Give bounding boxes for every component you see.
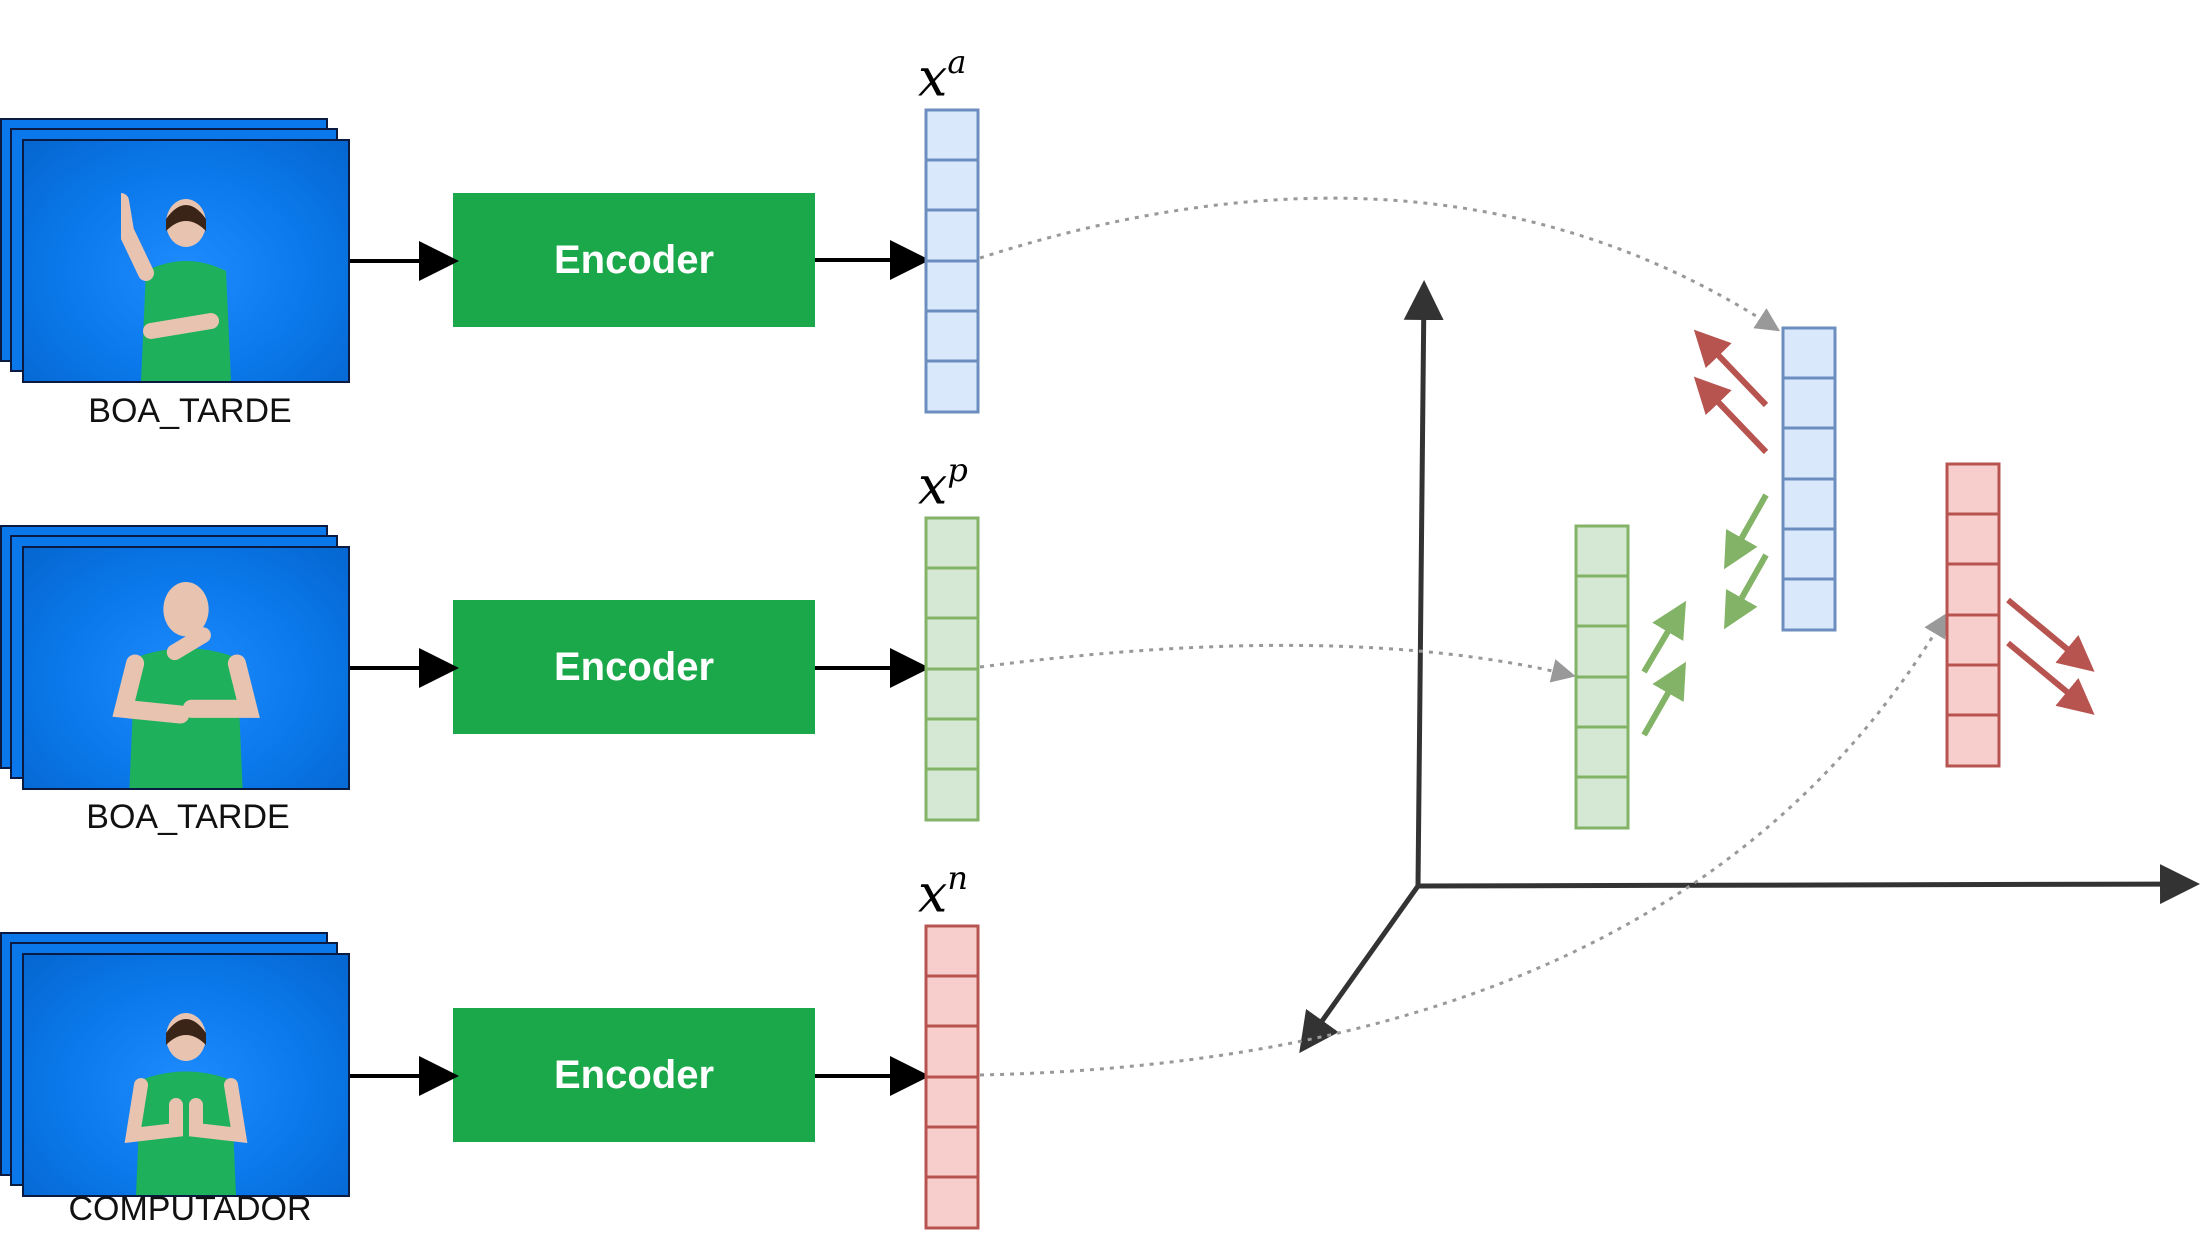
pull-arrow-anchor-1 <box>1724 493 1769 570</box>
push-arrow-anchor-1 <box>1693 329 1769 408</box>
embedded-positive-vector <box>1574 524 1630 830</box>
mapping-curve-negative <box>979 612 1948 1077</box>
embedding-vector-anchor <box>924 108 980 414</box>
pull-arrow-positive-1 <box>1641 600 1687 674</box>
axis-horizontal <box>1417 864 2200 905</box>
embedding-vector-positive <box>924 516 980 822</box>
sign-label-positive: BOA_TARDE <box>86 798 290 836</box>
video-frame-front <box>22 953 350 1197</box>
signer-figure <box>121 193 231 381</box>
signer-figure <box>124 1013 248 1195</box>
axis-depth <box>1299 884 1421 1054</box>
vector-label-positive: xp <box>918 451 968 517</box>
push-arrow-negative-1 <box>2006 597 2095 672</box>
encoder-block-negative: Encoder <box>453 1008 815 1142</box>
encoder-block-positive: Encoder <box>453 600 815 734</box>
mapping-curve-anchor <box>979 196 1781 332</box>
pull-arrow-anchor-2 <box>1724 553 1769 630</box>
push-arrow-anchor-2 <box>1693 376 1769 455</box>
video-frame-front <box>22 139 350 383</box>
push-arrow-negative-2 <box>2006 640 2095 715</box>
sign-label-anchor: BOA_TARDE <box>88 392 292 430</box>
mapping-curve-positive <box>979 643 1576 683</box>
signer-figure <box>112 582 260 788</box>
embedded-negative-vector <box>1945 462 2001 768</box>
sign-label-negative: COMPUTADOR <box>68 1190 312 1228</box>
vector-label-negative: xn <box>918 859 968 925</box>
embedding-vector-negative <box>924 924 980 1230</box>
vector-label-anchor: xa <box>918 43 967 109</box>
video-frame-front <box>22 546 350 790</box>
encoder-block-anchor: Encoder <box>453 193 815 327</box>
axis-vertical <box>1403 280 1444 887</box>
pull-arrow-positive-2 <box>1641 661 1686 737</box>
embedded-anchor-vector <box>1781 326 1837 632</box>
